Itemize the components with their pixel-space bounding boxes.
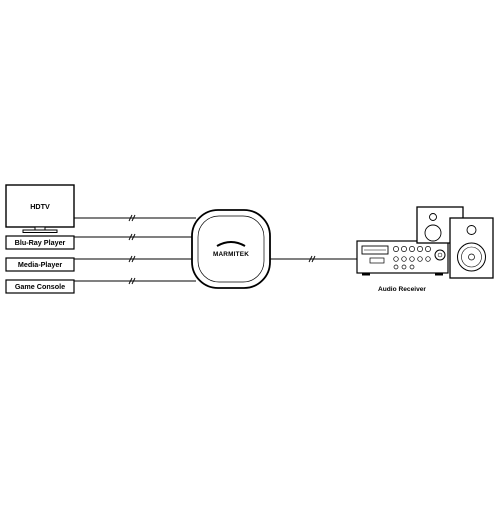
hdtv-screen — [5, 184, 75, 228]
receiver-volume-knob-center — [437, 252, 443, 258]
receiver-small-display — [369, 257, 385, 264]
speaker-front-woofer-cone — [461, 246, 482, 268]
receiver-foot-right — [435, 273, 443, 276]
media-player: Media-Player — [5, 257, 75, 272]
break-mark-media — [128, 255, 136, 263]
audio-receiver — [356, 240, 449, 276]
audio-receiver-label: Audio Receiver — [378, 286, 426, 293]
speaker-front-woofer-cap — [468, 253, 475, 261]
game-console-box — [5, 279, 75, 294]
hdtv-label: HDTV — [30, 202, 50, 211]
media-player-box — [5, 257, 75, 272]
bluray-player: Blu-Ray Player — [5, 235, 75, 250]
speaker-back-tweeter — [429, 213, 437, 221]
speaker-back-woofer — [424, 224, 442, 242]
receiver-foot-left — [362, 273, 370, 276]
break-mark-receiver — [308, 255, 316, 263]
receiver-knobs — [393, 246, 431, 270]
hdtv-stand-base — [22, 229, 58, 233]
marmitek-hub: MARMITEK — [191, 209, 271, 289]
game-console-label: Game Console — [15, 282, 65, 291]
break-marks — [128, 214, 316, 285]
game-console: Game Console — [5, 279, 75, 294]
break-mark-hdtv — [128, 214, 136, 222]
media-player-label: Media-Player — [18, 260, 63, 269]
bluray-player-box — [5, 235, 75, 250]
break-mark-console — [128, 277, 136, 285]
hdtv: HDTV — [5, 184, 75, 233]
break-mark-bluray — [128, 233, 136, 241]
speaker-front — [449, 217, 494, 279]
marmitek-logo-text: MARMITEK — [213, 251, 249, 258]
hub-inner-panel — [197, 215, 265, 283]
marmitek-logo-arc — [216, 241, 246, 247]
bluray-player-label: Blu-Ray Player — [15, 238, 66, 247]
receiver-volume-knob — [434, 249, 446, 261]
speaker-front-tweeter — [466, 225, 477, 235]
